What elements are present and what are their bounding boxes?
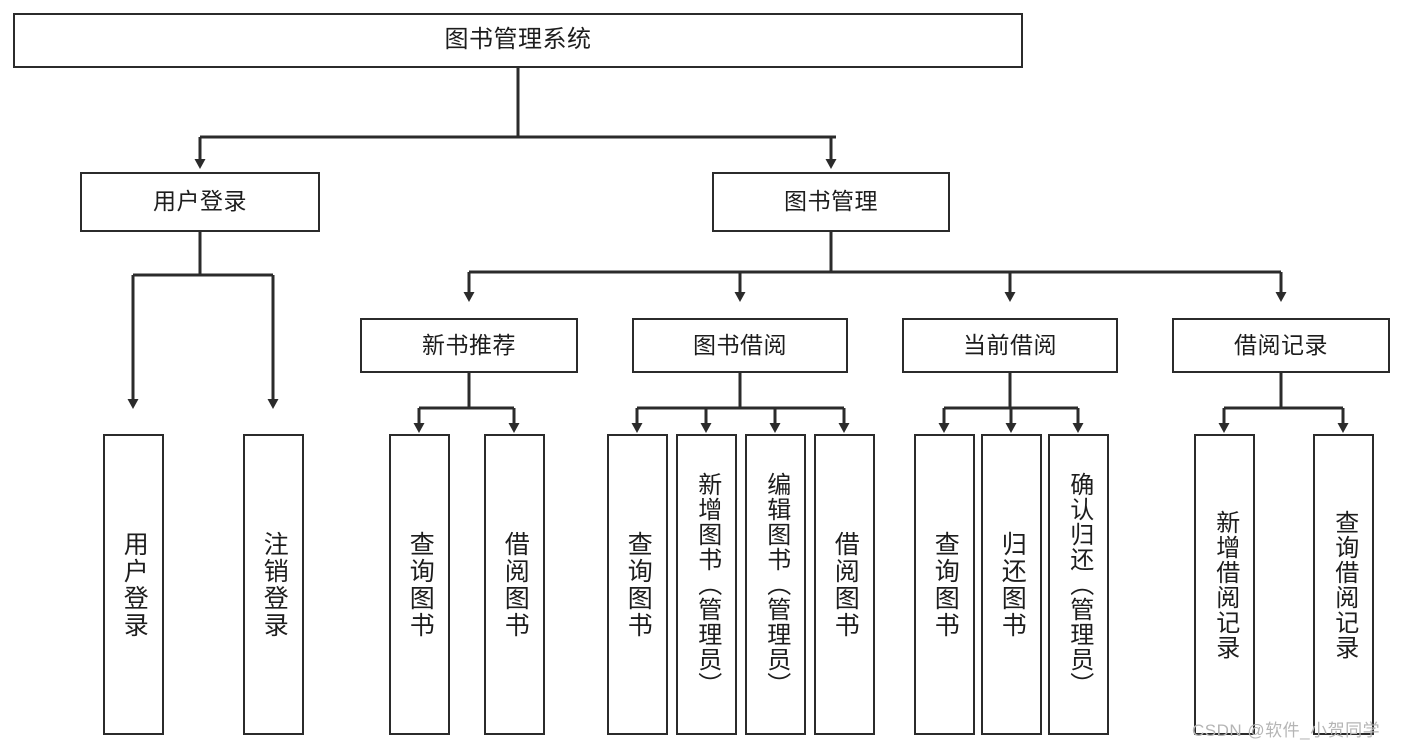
node-book-management[interactable]: 图书管理 xyxy=(712,172,950,232)
node-label: 注销登录 xyxy=(260,530,289,639)
node-label: 借阅图书 xyxy=(501,530,530,639)
node-label: 图书管理系统 xyxy=(444,26,592,54)
node-label: 查询图书 xyxy=(624,530,653,639)
node-label: 编辑图书（管理员） xyxy=(762,472,790,697)
node-book-borrowing[interactable]: 图书借阅 xyxy=(632,318,848,373)
leaf-query-borrow-record[interactable]: 查询借阅记录 xyxy=(1313,434,1374,735)
node-label: 新增图书（管理员） xyxy=(693,472,721,697)
node-label: 确认归还（管理员） xyxy=(1065,472,1093,697)
leaf-confirm-return-admin[interactable]: 确认归还（管理员） xyxy=(1048,434,1109,735)
leaf-borrow-book[interactable]: 借阅图书 xyxy=(814,434,875,735)
leaf-edit-book-admin[interactable]: 编辑图书（管理员） xyxy=(745,434,806,735)
node-label: 查询图书 xyxy=(406,530,435,639)
node-label: 借阅记录 xyxy=(1234,331,1328,358)
node-current-borrowing[interactable]: 当前借阅 xyxy=(902,318,1118,373)
leaf-add-book-admin[interactable]: 新增图书（管理员） xyxy=(676,434,737,735)
node-borrowing-records[interactable]: 借阅记录 xyxy=(1172,318,1390,373)
leaf-query-book-borrow[interactable]: 查询图书 xyxy=(607,434,668,735)
leaf-logout[interactable]: 注销登录 xyxy=(243,434,304,735)
node-label: 新书推荐 xyxy=(422,331,516,358)
leaf-return-book[interactable]: 归还图书 xyxy=(981,434,1042,735)
node-new-book-recommendation[interactable]: 新书推荐 xyxy=(360,318,578,373)
node-label: 用户登录 xyxy=(153,188,247,215)
node-label: 图书管理 xyxy=(784,188,878,215)
node-label: 查询图书 xyxy=(931,530,960,639)
csdn-watermark: CSDN @软件_小贺同学 xyxy=(1192,721,1381,740)
node-label: 归还图书 xyxy=(998,530,1027,639)
leaf-user-login[interactable]: 用户登录 xyxy=(103,434,164,735)
node-label: 用户登录 xyxy=(120,530,149,639)
leaf-query-book-current[interactable]: 查询图书 xyxy=(914,434,975,735)
node-user-login[interactable]: 用户登录 xyxy=(80,172,320,232)
node-label: 新增借阅记录 xyxy=(1211,509,1239,660)
leaf-add-borrow-record[interactable]: 新增借阅记录 xyxy=(1194,434,1255,735)
node-root-book-management-system[interactable]: 图书管理系统 xyxy=(13,13,1023,68)
node-label: 图书借阅 xyxy=(693,331,787,358)
node-label: 借阅图书 xyxy=(831,530,860,639)
leaf-borrow-book-newbook[interactable]: 借阅图书 xyxy=(484,434,545,735)
node-label: 当前借阅 xyxy=(963,331,1057,358)
node-label: 查询借阅记录 xyxy=(1330,509,1358,660)
leaf-query-book-newbook[interactable]: 查询图书 xyxy=(389,434,450,735)
